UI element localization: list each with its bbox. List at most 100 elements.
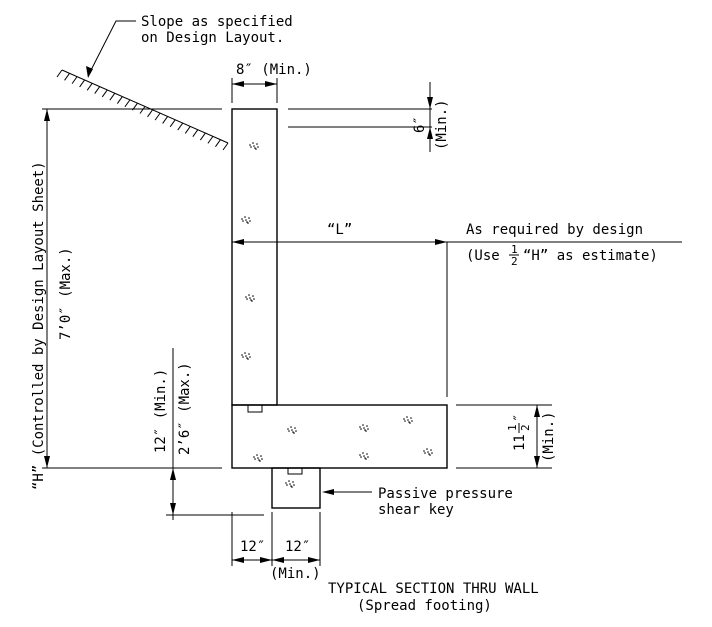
bottom-12-right: 12″ [285,539,310,555]
aggregate-dot [244,216,246,218]
aggregate-dot [249,220,251,222]
aggregate-dot [245,355,247,357]
aggregate-dot [406,416,408,418]
aggregate-dot [294,427,296,429]
aggregate-dot [247,222,249,224]
aggregate-dot [261,458,263,460]
aggregate-dot [409,422,411,424]
aggregate-dot [254,147,256,149]
heel-length-dimension [232,239,682,397]
slope-hatch-mark [184,126,191,134]
aggregate-dot [359,426,361,428]
slope-hatch-mark [147,109,153,118]
aggregate-dot [244,352,246,354]
height-label: “H” (Controlled by Design Layout Sheet) [31,161,47,490]
aggregate-dot [246,357,248,359]
aggregate-dot [248,294,250,296]
aggregate-dot [259,460,261,462]
top-width-dimension [231,78,278,103]
aggregate-dot [362,452,364,454]
aggregate-dot [289,483,291,485]
aggregate-dot [253,298,255,300]
slope-ground [56,69,229,151]
toe-depth-dimension [166,348,264,520]
shear-key-leader [322,489,372,495]
use-estimate-post: “H” as estimate) [523,248,658,264]
footing [231,404,448,469]
aggregate-dot [288,430,290,432]
aggregate-dot [410,417,412,419]
aggregate-dot [363,455,365,457]
aggregate-dot [366,425,368,427]
aggregate-dot [292,481,294,483]
aggregate-dot [366,453,368,455]
aggregate-dot [257,146,259,148]
aggregate-dot [245,219,247,221]
aggregate-dot [290,426,292,428]
footing-thickness-dimension [534,405,540,468]
slope-hatch-mark [86,82,93,91]
as-required-label: As required by design [466,222,643,238]
aggregate-dot [252,142,254,144]
top-width-label: 8″ (Min.) [236,62,312,78]
aggregate-dot [291,429,293,431]
aggregate-dot [253,145,255,147]
slope-hatch-mark [222,142,229,151]
slope-hatch-mark [109,92,116,101]
slope-hatch-mark [162,116,169,124]
aggregate-dot [364,429,366,431]
bottom-12-left: 12″ [240,539,265,555]
slope-hatch-mark [124,99,131,108]
aggregate-dot [292,431,294,433]
footing-thickness-den: 2 [519,424,532,431]
aggregate-dot [364,457,366,459]
aggregate-dot [248,217,250,219]
footing-thickness-num: 1 [506,424,519,431]
toe-max-label: 2’6″ (Max.) [177,362,193,455]
slope-hatch-mark [79,79,86,88]
aggregate-dot [429,454,431,456]
aggregate-dot [288,480,290,482]
aggregate-dot [257,457,259,459]
bottom-dimension [231,512,321,566]
shear-key-label-line1: Passive pressure [378,486,513,502]
slope-hatch-mark [116,96,123,104]
top-offset-dimension [427,82,433,152]
shear-key [271,467,321,509]
aggregate-dot [427,451,429,453]
aggregate-dot [249,297,251,299]
aggregate-dot [250,146,252,148]
use-estimate-den: 2 [511,255,518,268]
top-offset-label: 6″ [412,116,428,133]
aggregate-dot [362,424,364,426]
slope-hatch-mark [177,122,184,131]
wall-stem [231,108,278,406]
slope-hatch-mark [192,129,199,138]
diagram-title: TYPICAL SECTION THRU WALL [328,581,539,597]
aggregate-dot [286,484,288,486]
bottom-min-label: (Min.) [270,566,321,582]
aggregate-dot [291,486,293,488]
aggregate-dot [431,452,433,454]
slope-note-line2: on Design Layout. [141,30,284,46]
slope-hatch-mark [139,106,146,114]
aggregate-dot [428,453,430,455]
aggregate-dot [246,298,248,300]
aggregate-dot [242,220,244,222]
footing-thickness-min: (Min.) [541,411,557,462]
aggregate-dot [424,452,426,454]
slope-leader [86,20,136,78]
aggregate-dot [290,485,292,487]
aggregate-dot [360,456,362,458]
aggregate-dot [367,456,369,458]
aggregate-dot [411,420,413,422]
aggregate-dot [407,419,409,421]
footing-thickness-label: 11 1 2 ″ [506,414,532,451]
shear-key-label-line2: shear key [378,502,454,518]
aggregate-dot [241,354,243,356]
shear-key-notch [287,468,303,475]
slope-hatch-mark [207,136,214,144]
height-dimension [44,109,50,468]
